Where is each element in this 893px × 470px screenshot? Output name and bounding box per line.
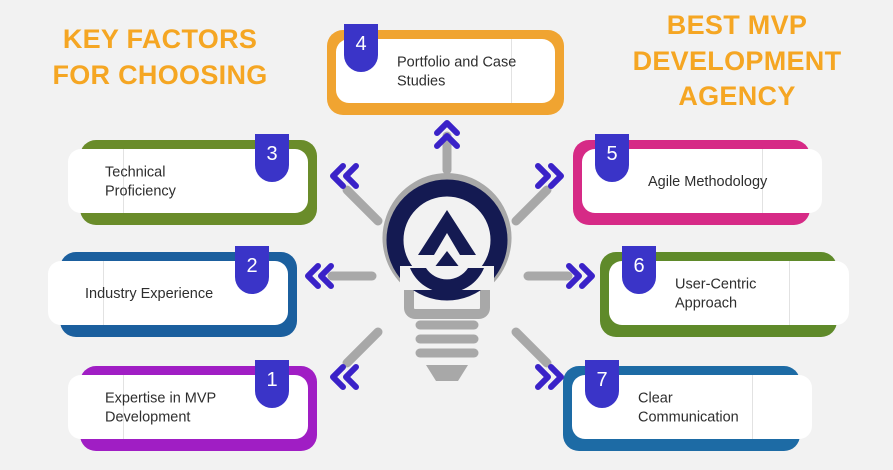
card-label-3: Technical Proficiency (105, 163, 176, 200)
bulb-tip (426, 365, 468, 381)
bulb-base-rings (415, 320, 479, 358)
bracket-arrow-top-left (330, 163, 359, 189)
bracket-arrow-top-right (535, 163, 564, 189)
card-divider-7 (752, 375, 753, 439)
chevron-double-up-icon (434, 120, 460, 149)
factor-card-5[interactable]: 5 Agile Methodology (573, 134, 822, 225)
center-lightbulb-group (300, 118, 600, 438)
card-divider-2 (103, 261, 104, 325)
agency-logo-mark (386, 179, 508, 301)
chevron-double-left-icon (305, 263, 334, 289)
factor-card-4[interactable]: 4 Portfolio and Case Studies (327, 24, 564, 115)
factor-card-7[interactable]: 7 Clear Communication (563, 360, 812, 451)
card-number-badge-2: 2 (235, 246, 269, 294)
card-number-badge-6: 6 (622, 246, 656, 294)
card-divider-5 (762, 149, 763, 213)
card-label-1: Expertise in MVP Development (105, 389, 217, 426)
chevron-double-right-icon (566, 263, 595, 289)
card-divider-1 (123, 375, 124, 439)
headline-right: BEST MVP DEVELOPMENT AGENCY (632, 10, 842, 112)
card-divider-3 (123, 149, 124, 213)
card-number-badge-7: 7 (585, 360, 619, 408)
bracket-arrow-bottom-right (535, 364, 564, 390)
factor-card-3[interactable]: 3 Technical Proficiency (68, 134, 317, 225)
headline-left: KEY FACTORS FOR CHOOSING (52, 24, 268, 90)
card-number-badge-4: 4 (344, 24, 378, 72)
factor-card-6[interactable]: 6 User-Centric Approach (600, 246, 849, 337)
card-label-6: User-Centric Approach (675, 275, 757, 312)
card-number-badge-3: 3 (255, 134, 289, 182)
ray-lines (342, 131, 552, 368)
factor-card-1[interactable]: 1 Expertise in MVP Development (68, 360, 317, 451)
card-label-4: Portfolio and Case Studies (397, 53, 517, 90)
card-number-badge-1: 1 (255, 360, 289, 408)
card-divider-6 (789, 261, 790, 325)
factor-card-2[interactable]: 2 Industry Experience (48, 246, 297, 337)
card-number-badge-5: 5 (595, 134, 629, 182)
card-label-2: Industry Experience (85, 285, 214, 302)
bracket-arrow-bottom-left (330, 364, 359, 390)
card-label-5: Agile Methodology (648, 173, 768, 190)
card-label-7: Clear Communication (638, 389, 739, 426)
card-divider-4 (511, 39, 512, 103)
